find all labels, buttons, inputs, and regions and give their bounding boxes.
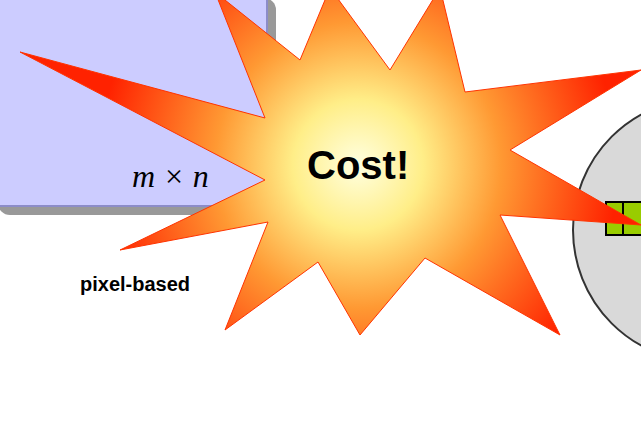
grey-circle <box>573 98 641 362</box>
starburst-text: Cost! <box>307 145 409 185</box>
caption-label: pixel-based <box>80 273 190 295</box>
formula-text: m × n <box>132 160 209 192</box>
starburst-outline <box>20 0 641 335</box>
